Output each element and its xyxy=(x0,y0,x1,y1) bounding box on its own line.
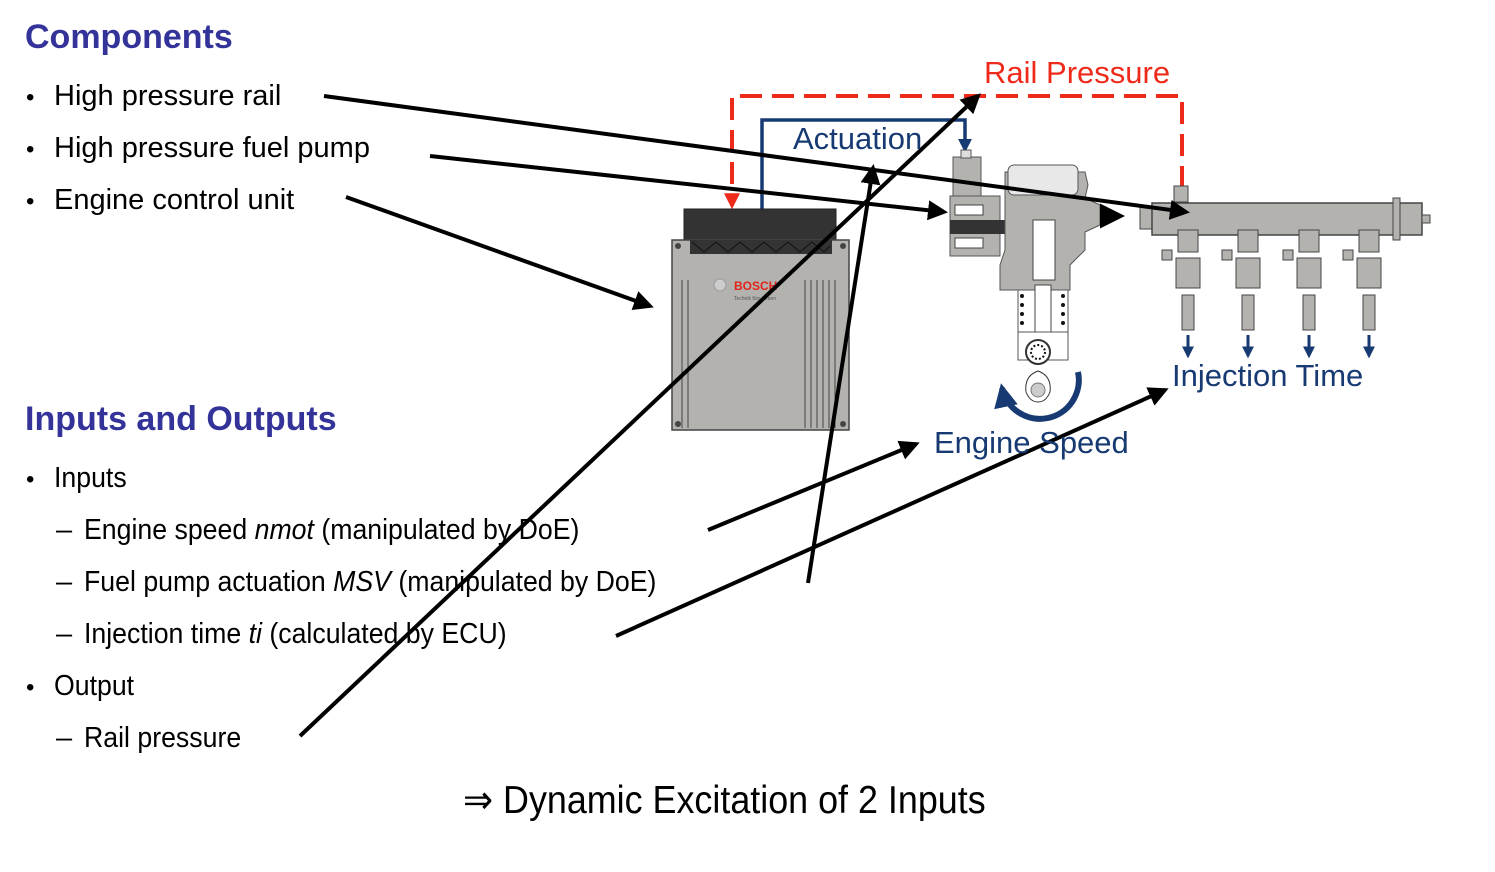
arrow-rail-pressure xyxy=(298,93,981,738)
component-high-pressure-fuel-pump: High pressure fuel pump xyxy=(54,132,370,164)
bosch-logo: BOSCH xyxy=(734,279,777,293)
output-label-text: Output xyxy=(54,670,135,702)
inputs-outputs-heading: Inputs and Outputs xyxy=(25,400,337,438)
input-suffix: (manipulated by DoE) xyxy=(313,514,580,546)
actuation-signal-line xyxy=(760,118,972,210)
input-prefix: Engine speed xyxy=(84,514,255,546)
input-prefix: Injection time xyxy=(84,618,249,650)
input-fuel-pump-actuation: Fuel pump actuation MSV (manipulated by … xyxy=(84,566,706,599)
bullet-icon: • xyxy=(26,466,35,493)
arrow-injection-time xyxy=(615,387,1169,638)
injection-arrows xyxy=(1182,335,1375,359)
high-pressure-fuel-pump-image xyxy=(949,149,1125,422)
input-engine-speed: Engine speed nmot (manipulated by DoE) xyxy=(84,514,622,547)
input-variable: nmot xyxy=(254,514,314,546)
output-rail-pressure: Rail pressure xyxy=(84,722,255,755)
bullet-icon: • xyxy=(26,84,35,111)
input-variable: MSV xyxy=(333,566,391,598)
arrow-rail xyxy=(323,94,1190,220)
engine-speed-label: Engine Speed xyxy=(934,425,1129,460)
dash-icon: – xyxy=(56,566,73,598)
injector-4 xyxy=(1342,229,1382,331)
components-heading: Components xyxy=(25,18,233,56)
injector-set xyxy=(1161,229,1382,359)
conclusion-label: ⇒ Dynamic Excitation of 2 Inputs xyxy=(463,779,986,822)
bullet-icon: • xyxy=(26,188,35,215)
injector-1 xyxy=(1161,229,1201,331)
output-label: Output xyxy=(54,670,141,703)
component-high-pressure-rail: High pressure rail xyxy=(54,80,282,112)
engine-control-unit-image: BOSCH Technik fürs Leben xyxy=(671,208,850,431)
bullet-icon: • xyxy=(26,136,35,163)
inputs-label: Inputs xyxy=(54,462,133,495)
injector-2 xyxy=(1221,229,1261,331)
input-prefix: Fuel pump actuation xyxy=(84,566,334,598)
arrow-ecu xyxy=(345,195,654,311)
inputs-label-text: Inputs xyxy=(54,462,127,494)
injector-3 xyxy=(1282,229,1322,331)
dash-icon: – xyxy=(56,514,73,546)
rotation-arrow-icon xyxy=(994,371,1082,422)
output-rail-pressure-text: Rail pressure xyxy=(84,722,242,754)
bullet-icon: • xyxy=(26,674,35,701)
arrow-actuation xyxy=(806,164,881,584)
rail-pressure-label: Rail Pressure xyxy=(984,55,1171,90)
arrow-fuel-pump xyxy=(429,154,948,221)
injection-time-label: Injection Time xyxy=(1172,358,1364,393)
dash-icon: – xyxy=(56,618,73,650)
pointer-arrows xyxy=(298,93,1190,738)
input-variable: ti xyxy=(248,618,262,650)
actuation-label: Actuation xyxy=(793,121,923,156)
arrow-engine-speed xyxy=(707,440,920,532)
bosch-tagline: Technik fürs Leben xyxy=(734,296,776,302)
dash-icon: – xyxy=(56,722,73,754)
conclusion-text: ⇒ Dynamic Excitation of 2 Inputs xyxy=(463,778,1031,823)
component-engine-control-unit: Engine control unit xyxy=(54,184,295,216)
